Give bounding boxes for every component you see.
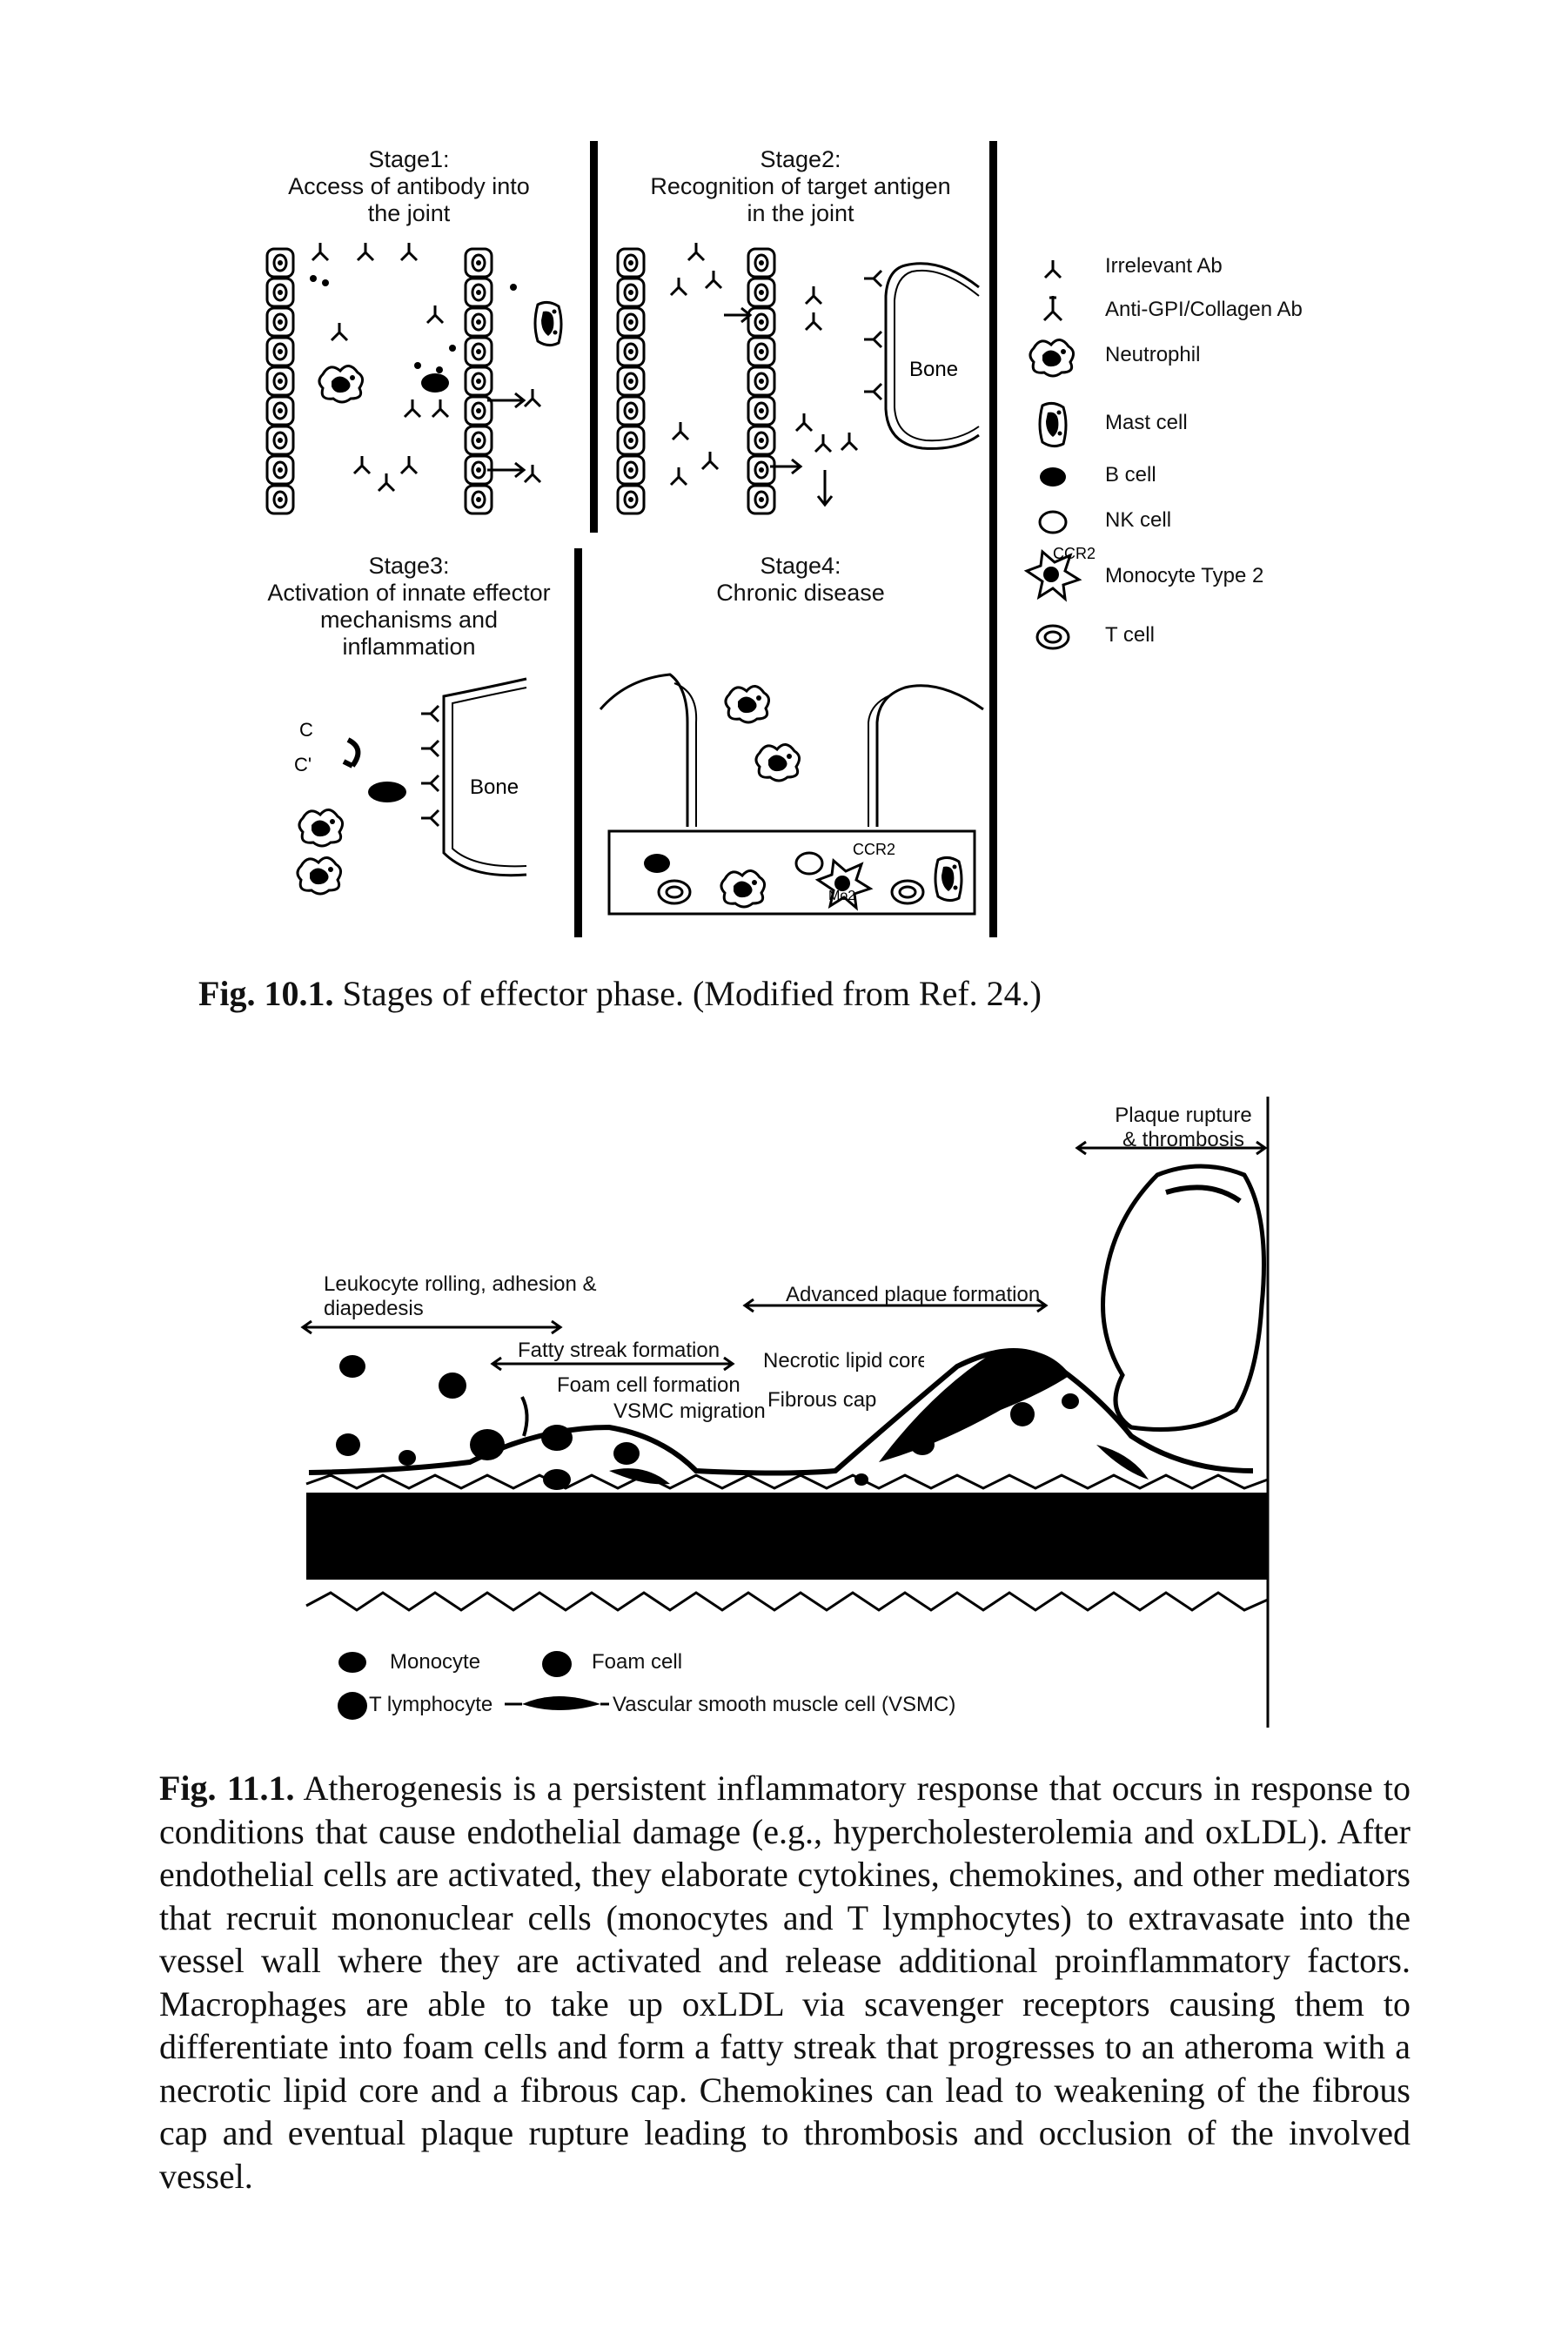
plaque-rupture-label: Plaque rupture & thrombosis	[1115, 1104, 1252, 1151]
fatty-streak-label: Fatty streak formation	[518, 1339, 720, 1362]
bone-label-stage2: Bone	[909, 358, 958, 381]
legend-nk-cell: NK cell	[1105, 508, 1172, 532]
figure1-legend-icons	[1025, 258, 1081, 650]
stage3-title: Stage3: Activation of innate effector me…	[267, 553, 551, 660]
legend-irrelevant-ab: Irrelevant Ab	[1105, 254, 1223, 278]
irrelevant-antibody-icon	[1043, 258, 1062, 279]
figure-11-1-caption: Fig. 11.1. Atherogenesis is a persistent…	[159, 1768, 1411, 2196]
legend-foam-cell: Foam cell	[592, 1650, 683, 1674]
atherogenesis-diagram	[300, 1097, 1270, 1728]
fibrous-cap-label: Fibrous cap	[767, 1388, 877, 1412]
necrotic-core-label: Necrotic lipid core	[763, 1349, 924, 1372]
mast-cell-icon	[1038, 401, 1068, 448]
stage4-title: Stage4: Chronic disease	[716, 553, 885, 606]
legend-mast-cell: Mast cell	[1105, 411, 1188, 434]
monocyte-icon	[338, 1652, 366, 1673]
divider-bar-right	[989, 141, 997, 937]
stage2-title: Stage2: Recognition of target antigen in…	[650, 146, 951, 226]
complement-c-prime-label: C'	[294, 754, 312, 775]
legend-neutrophil: Neutrophil	[1105, 343, 1201, 366]
complement-c-label: C	[299, 719, 313, 741]
advanced-plaque-label: Advanced plaque formation	[786, 1283, 1041, 1306]
neutrophil-icon	[1029, 338, 1075, 378]
figure-10-1-caption: Fig. 10.1. Stages of effector phase. (Mo…	[198, 974, 1042, 1013]
leukocyte-rolling-label: Leukocyte rolling, adhesion & diapedesis	[324, 1272, 597, 1320]
legend-monocyte: Monocyte	[390, 1650, 481, 1674]
t-lymphocyte-icon	[338, 1692, 367, 1720]
legend-b-cell: B cell	[1105, 463, 1156, 487]
effector-phase-diagram: Bone Bone CCR2 Mo2 CCR2 C C'	[265, 241, 1096, 916]
stage3-drawing	[296, 677, 527, 896]
stage1-drawing	[265, 241, 563, 515]
stage1-title: Stage1: Access of antibody into the join…	[288, 146, 530, 226]
foam-cell-icon	[542, 1651, 572, 1677]
legend-anti-gpi-collagen-ab: Anti-GPI/Collagen Ab	[1105, 298, 1303, 321]
vsmc-migration-label: VSMC migration	[613, 1399, 766, 1423]
vsmc-icon	[505, 1696, 609, 1710]
divider-bar-top-middle	[590, 141, 598, 533]
legend-monocyte-type2: Monocyte Type 2	[1105, 564, 1264, 587]
mo2-label: Mo2	[828, 889, 855, 903]
stage4-drawing	[599, 673, 984, 916]
legend-t-cell: T cell	[1105, 623, 1155, 647]
nk-cell-icon	[1038, 510, 1068, 534]
t-cell-icon	[1035, 624, 1070, 650]
stage2-drawing	[616, 241, 980, 515]
bone-label-stage3: Bone	[470, 775, 519, 799]
legend-vsmc: Vascular smooth muscle cell (VSMC)	[613, 1693, 956, 1716]
ccr2-label-stage4: CCR2	[853, 841, 895, 858]
b-cell-icon	[1040, 467, 1066, 487]
legend-t-lymphocyte: T lymphocyte	[369, 1693, 493, 1716]
foam-cell-formation-label: Foam cell formation	[557, 1373, 740, 1397]
divider-bar-bottom-middle	[574, 548, 582, 937]
ccr2-label-legend: CCR2	[1053, 545, 1096, 562]
anti-gpi-collagen-antibody-icon	[1042, 296, 1063, 322]
